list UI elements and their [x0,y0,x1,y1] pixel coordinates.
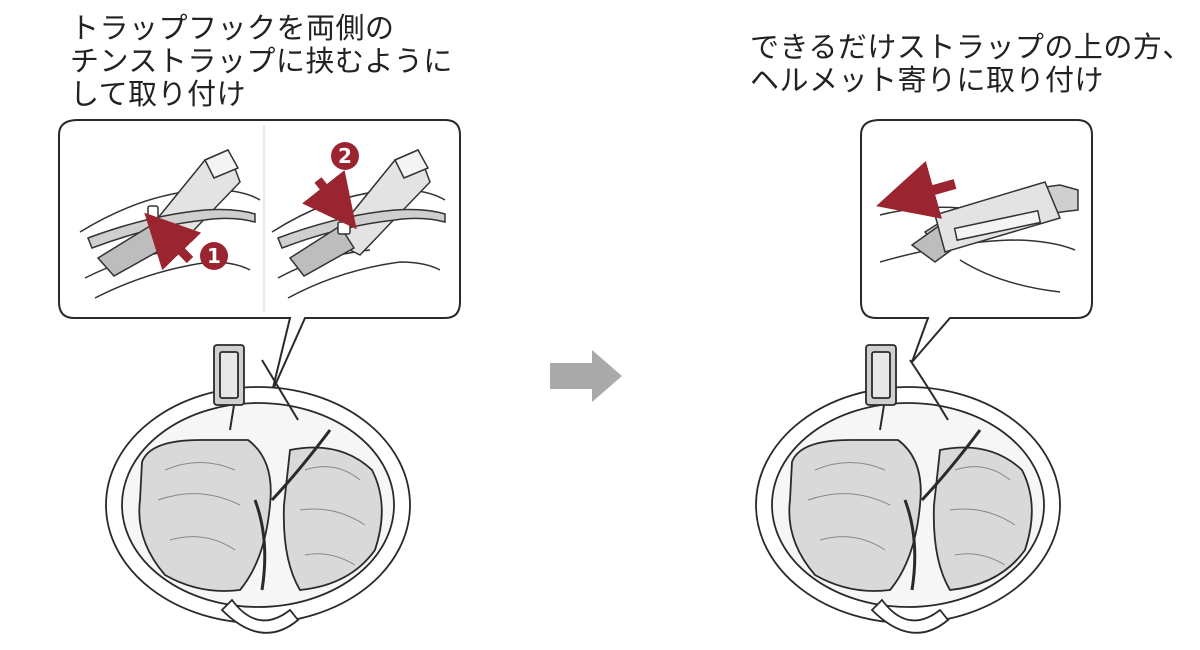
next-step-arrow [550,350,622,402]
step-badge-1-number: 1 [207,244,221,268]
left-instruction-line-1: トラップフックを両側の [70,11,395,45]
left-instruction-line-2: チンストラップに挟むように [70,44,453,78]
step-badge-1: 1 [200,242,228,270]
left-callout-bubble [58,119,461,393]
hook-final-position [879,181,1079,293]
right-instruction: できるだけストラップの上の方、 ヘルメット寄りに取り付け [750,31,1192,97]
right-instruction-line-1: できるだけストラップの上の方、 [750,30,1192,64]
insert-arrow-1 [144,212,202,271]
left-instruction-line-3: して取り付け [70,77,247,111]
slide-up-arrow [876,161,957,219]
step-badge-2-number: 2 [338,144,352,168]
right-instruction-line-2: ヘルメット寄りに取り付け [750,63,1105,97]
step-badge-2: 2 [331,142,359,170]
left-helmet [105,344,411,634]
left-instruction: トラップフックを両側の チンストラップに挟むように して取り付け [70,12,453,111]
press-arrow-2 [302,170,357,230]
right-helmet [755,344,1061,634]
